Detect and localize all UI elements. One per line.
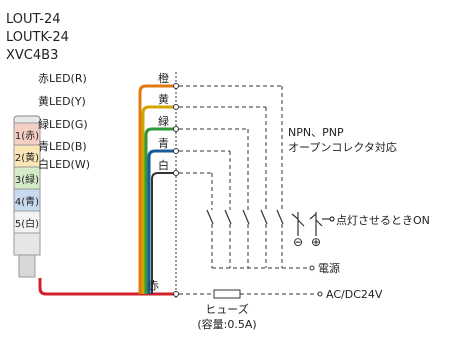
supply-voltage-label: AC/DC24V — [326, 288, 383, 301]
supply-terminal — [317, 291, 323, 297]
led-label-white: 白LED(W) — [38, 157, 90, 171]
on-terminal — [329, 216, 335, 222]
terminal — [173, 126, 179, 132]
terminal — [173, 83, 179, 89]
tower-pole — [18, 254, 36, 278]
led-label-red: 赤LED(R) — [38, 72, 87, 85]
fuse-capacity-label: (容量:0.5A) — [197, 317, 256, 331]
switch — [242, 209, 250, 225]
wire-red-common — [38, 278, 176, 296]
tier-label: 1(赤) — [15, 130, 39, 142]
terminal — [173, 291, 179, 297]
terminal — [173, 104, 179, 110]
tower-base — [13, 232, 41, 256]
power-label: 電源 — [318, 261, 340, 275]
field-wiring — [179, 85, 318, 295]
output-type-label: オープンコレクタ対応 — [288, 140, 397, 154]
model-name: XVC4B3 — [6, 48, 58, 63]
switches — [206, 209, 284, 225]
switch — [276, 209, 284, 225]
switch — [224, 209, 232, 225]
tier-label: 5(白) — [15, 217, 39, 230]
output-type-label: NPN、PNP — [288, 126, 344, 139]
fuse-label: ヒューズ — [205, 302, 248, 316]
terminal — [173, 170, 179, 176]
wire-labels: 橙 黄 緑 青 白 赤 — [148, 71, 169, 292]
led-label-green: 緑LED(G) — [38, 117, 88, 131]
wire-blue — [147, 149, 176, 294]
wire-orange — [138, 84, 176, 294]
on-condition-label: 点灯させるときON — [336, 214, 430, 227]
plus-symbol: ⊕ — [311, 235, 321, 249]
minus-symbol: ⊖ — [293, 235, 303, 249]
wire-label-yellow: 黄 — [158, 92, 169, 106]
switch — [260, 209, 268, 225]
wire-label-blue: 青 — [158, 137, 169, 150]
fuse-icon — [213, 289, 241, 299]
model-name: LOUT-24 — [6, 12, 61, 27]
wire-label-green: 緑 — [158, 114, 169, 128]
wire-label-orange: 橙 — [158, 71, 169, 85]
led-label-blue: 青LED(B) — [38, 140, 87, 153]
led-labels: 赤LED(R) 黄LED(Y) 緑LED(G) 青LED(B) 白LED(W) — [38, 72, 90, 171]
model-name: LOUTK-24 — [6, 30, 69, 45]
pnp-transistor-emitter — [315, 219, 323, 227]
wire-white — [151, 172, 176, 294]
wire-green — [144, 127, 176, 294]
power-terminal — [309, 265, 315, 271]
wire-yellow — [141, 105, 176, 294]
tier-label: 4(青) — [15, 195, 39, 208]
signal-tower: 1(赤) 2(黄) 3(緑) 4(青) 5(白) — [13, 115, 41, 278]
model-list: LOUT-24 LOUTK-24 XVC4B3 — [6, 12, 69, 63]
transistors — [291, 212, 335, 236]
pnp-transistor-collector — [309, 213, 317, 220]
terminal — [173, 148, 179, 154]
wire-label-common: 赤 — [148, 279, 159, 292]
npn-transistor-collector — [291, 213, 299, 220]
tier-label: 2(黄) — [15, 151, 39, 164]
wire-label-white: 白 — [158, 158, 169, 172]
npn-transistor-emitter — [297, 219, 305, 227]
switch — [206, 209, 214, 225]
tier-label: 3(緑) — [15, 173, 39, 186]
wire-bundle — [38, 84, 176, 296]
led-label-yellow: 黄LED(Y) — [38, 94, 86, 108]
terminals — [173, 83, 179, 297]
